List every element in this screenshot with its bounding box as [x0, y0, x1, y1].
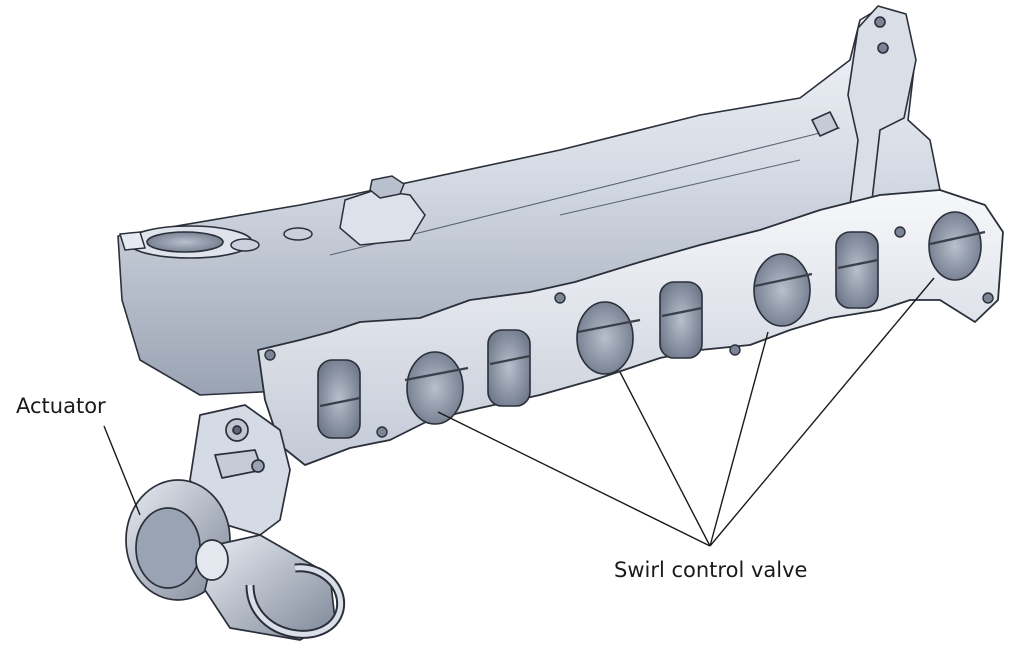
leader-actuator — [103, 425, 141, 516]
top-fittings — [119, 175, 426, 252]
flange-bolt-holes — [264, 226, 994, 438]
port-oval-4 — [928, 211, 982, 281]
label-actuator: Actuator — [16, 394, 106, 418]
leader-swirl-1 — [437, 411, 711, 547]
callout-leader-lines — [103, 277, 935, 547]
leader-swirl-2 — [619, 371, 711, 547]
port-oval-3 — [753, 253, 811, 327]
label-swirl-control-valve: Swirl control valve — [614, 558, 808, 582]
leader-swirl-3 — [709, 331, 769, 547]
port-rect-3 — [659, 281, 703, 359]
mounting-bracket — [811, 5, 917, 206]
port-oval-2 — [576, 301, 634, 375]
port-oval-1 — [406, 351, 464, 425]
swirl-valve-shaft — [319, 230, 986, 408]
actuator-assembly — [125, 404, 346, 641]
port-rect-2 — [487, 329, 531, 407]
port-rect-4 — [835, 231, 879, 309]
leader-swirl-4 — [709, 277, 935, 547]
manifold-plenum — [117, 7, 941, 396]
